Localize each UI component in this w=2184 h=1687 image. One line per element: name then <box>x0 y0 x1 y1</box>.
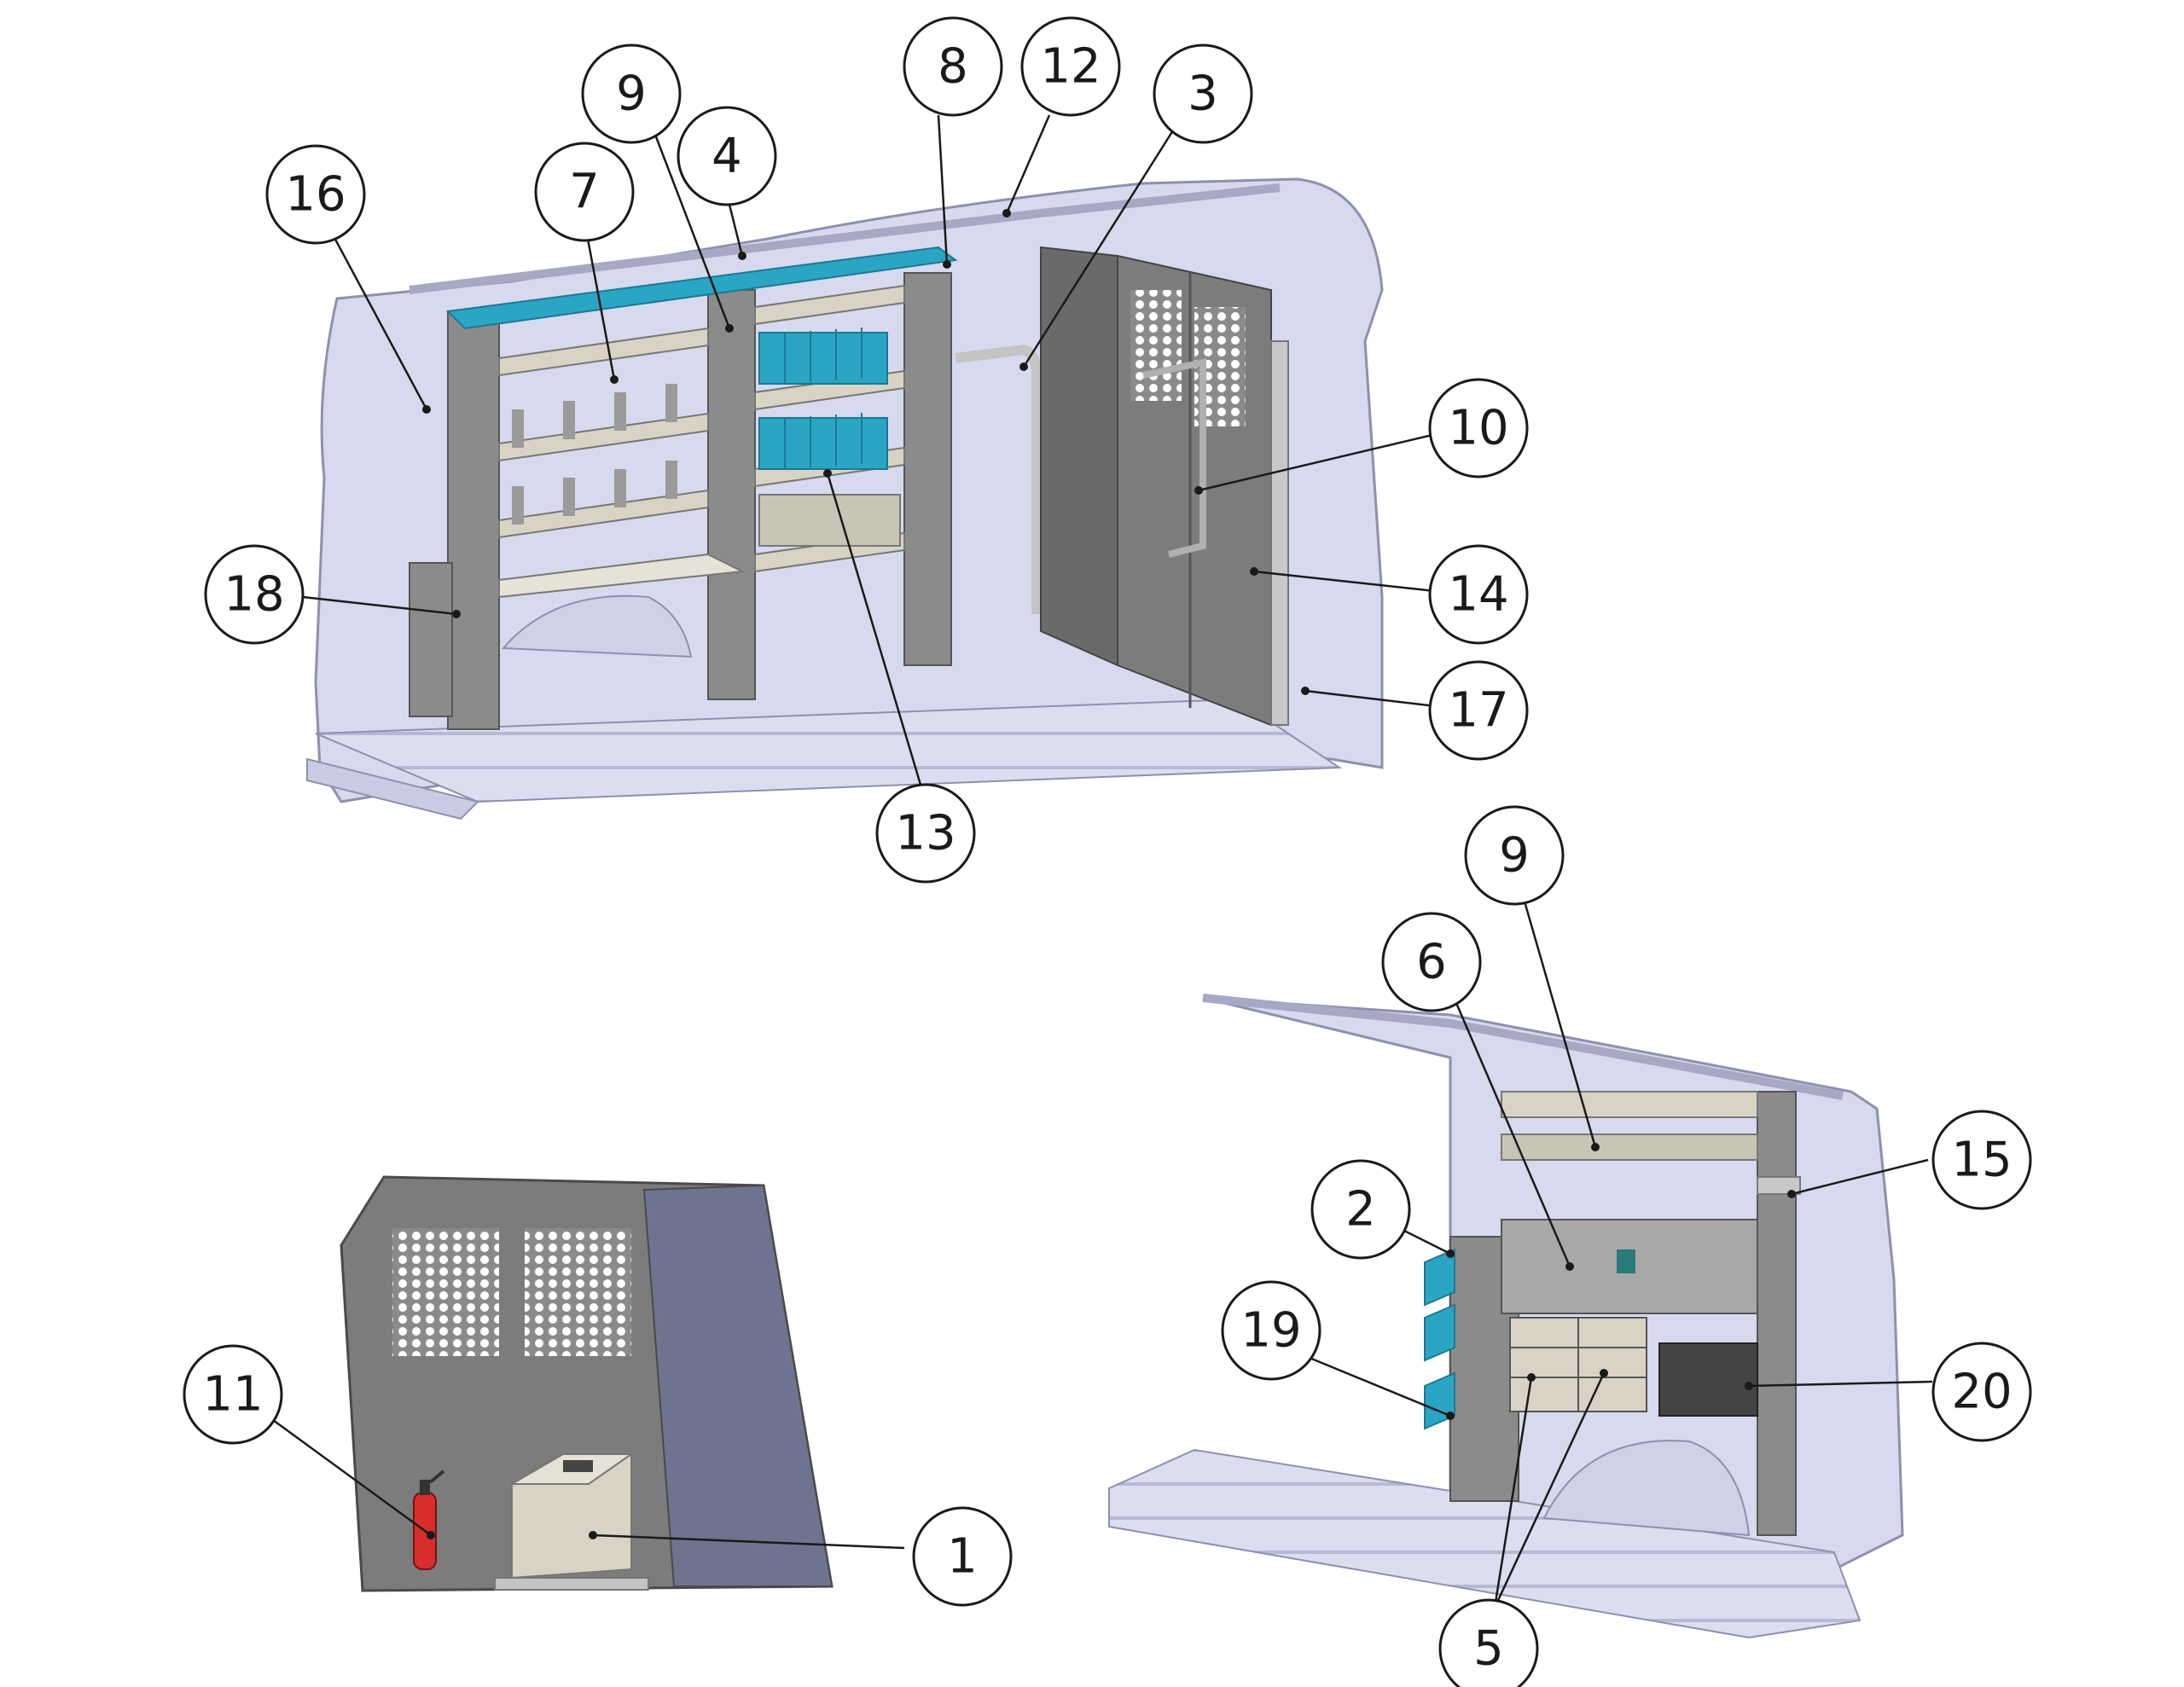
callout-16: 16 <box>265 144 366 245</box>
van-floor-right <box>1108 1448 1862 1639</box>
callout-19: 19 <box>1221 1280 1321 1381</box>
hook-rail <box>1757 1176 1801 1195</box>
lock-box <box>494 1453 649 1591</box>
callout-12: 12 <box>1020 16 1121 117</box>
callout-8: 8 <box>903 16 1003 117</box>
shelving-unit-middle <box>707 289 756 700</box>
bulkhead-partition <box>1040 246 1118 667</box>
mesh-window-left <box>392 1228 499 1356</box>
callout-13: 13 <box>875 783 976 884</box>
side-tilt-bins <box>1424 1248 1455 1430</box>
callout-3-label: 3 <box>1188 67 1218 122</box>
callout-13-label: 13 <box>895 806 956 861</box>
callout-15-label: 15 <box>1951 1133 2012 1188</box>
callout-10: 10 <box>1428 378 1529 478</box>
callout-14-label: 14 <box>1448 567 1508 623</box>
callout-10-label: 10 <box>1448 401 1508 456</box>
callout-18-label: 18 <box>224 567 284 623</box>
callout-1: 1 <box>912 1506 1013 1607</box>
shelving-unit-right <box>903 272 952 666</box>
callout-9-top-label: 9 <box>616 67 647 122</box>
callout-4: 4 <box>677 106 777 206</box>
callout-17: 17 <box>1428 660 1529 761</box>
callout-9-top: 9 <box>581 43 682 144</box>
callout-2-label: 2 <box>1345 1182 1376 1238</box>
shelving-unit-left <box>447 310 500 730</box>
callout-20: 20 <box>1931 1342 2032 1442</box>
van-floor <box>315 698 1343 803</box>
callout-16-label: 16 <box>285 167 346 223</box>
callout-12-label: 12 <box>1040 39 1101 95</box>
callout-17-label: 17 <box>1448 683 1508 739</box>
callout-14: 14 <box>1428 544 1529 645</box>
grab-rail <box>955 344 1042 614</box>
callout-6: 6 <box>1381 912 1482 1012</box>
bins-upper-row <box>758 328 888 385</box>
storage-unit-right-side <box>1757 1091 1797 1536</box>
callout-1-label: 1 <box>947 1529 978 1585</box>
callout-11-label: 11 <box>202 1367 263 1423</box>
leader-tips <box>422 209 1796 1539</box>
leader-lines <box>272 114 1933 1609</box>
van-interior-right-view <box>1108 994 1904 1639</box>
callout-19-label: 19 <box>1240 1303 1301 1359</box>
bins-lower-row <box>758 413 888 470</box>
ladder-rack-18 <box>409 562 453 717</box>
dark-bin-panel <box>1658 1342 1758 1417</box>
callout-4-label: 4 <box>712 129 742 184</box>
mesh-window-right <box>525 1228 631 1356</box>
van-interior-left-view <box>306 177 1384 820</box>
callout-7-label: 7 <box>569 165 600 220</box>
callout-9-bottom: 9 <box>1464 805 1565 906</box>
callout-3: 3 <box>1153 43 1253 144</box>
callout-5: 5 <box>1438 1598 1539 1687</box>
callout-6-label: 6 <box>1416 935 1447 990</box>
callout-9-bottom-label: 9 <box>1499 828 1530 884</box>
drawer-block <box>1509 1317 1647 1412</box>
callout-8-label: 8 <box>938 39 968 95</box>
callout-20-label: 20 <box>1951 1365 2012 1420</box>
callout-18: 18 <box>204 544 305 645</box>
callout-2: 2 <box>1310 1159 1411 1260</box>
top-tray <box>445 246 958 330</box>
partition-rear-view <box>340 1175 834 1592</box>
callout-7: 7 <box>534 142 635 242</box>
callout-5-label: 5 <box>1473 1621 1504 1677</box>
callout-11: 11 <box>183 1344 283 1445</box>
callout-15: 15 <box>1931 1110 2032 1210</box>
